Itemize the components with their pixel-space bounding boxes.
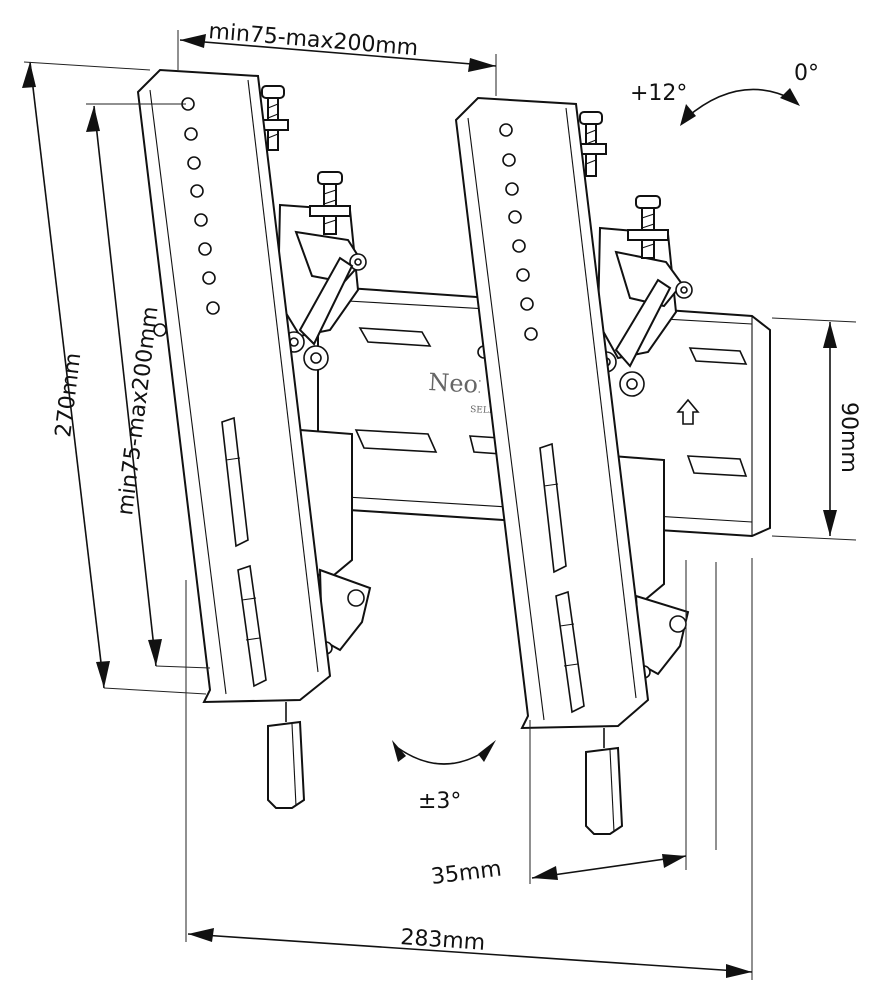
tilt-max-label: +12° [630,81,687,106]
left-bracket-arm [136,68,372,809]
screw [627,195,669,259]
dim-total-height: 270mm [22,61,207,695]
screw [309,171,351,235]
screw [575,111,607,177]
lock-pin [267,702,306,809]
dim-top-width-label: min75-max200mm [208,19,420,61]
screw [257,85,289,151]
level-arrow-icon [392,740,496,765]
dim-plate-width: 283mm [185,558,753,980]
dim-inner-height-label: min75-max200mm [113,305,163,517]
dim-plate-width-label: 283mm [400,925,486,956]
dim-plate-height: 90mm [771,317,861,541]
level-adjust-label: ±3° [418,789,461,814]
tilt-min-label: 0° [794,61,819,86]
brand-sublabel: SELECT [470,405,509,417]
level-indicator: ±3° [392,740,496,814]
right-bracket-arm [454,96,693,835]
lock-pin [585,728,624,835]
tilt-indicator: +12° 0° [630,61,819,126]
up-arrow-icon [676,398,700,425]
dim-depth-label: 35mm [430,857,503,890]
dim-plate-height-label: 90mm [836,402,861,473]
tilt-arrow-icon [680,88,800,126]
dim-total-height-label: 270mm [51,351,86,438]
